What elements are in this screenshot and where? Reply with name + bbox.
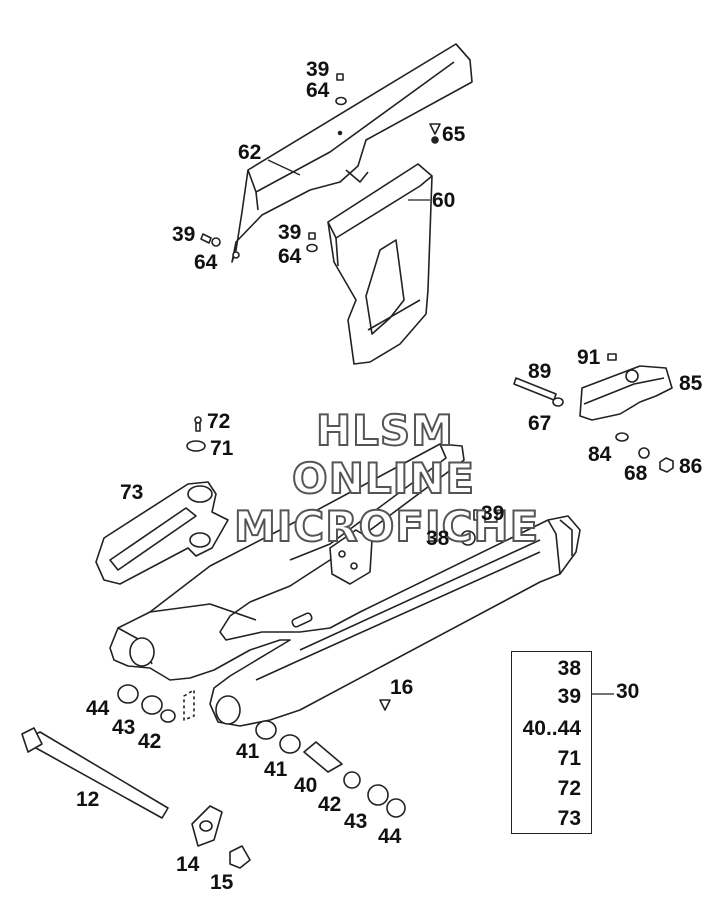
callout-41-a: 41 [236, 740, 260, 763]
callout-86: 86 [679, 455, 703, 478]
callout-15: 15 [210, 871, 234, 894]
leader-lines [267, 159, 614, 695]
callout-85: 85 [679, 372, 703, 395]
pivot-hardware [21, 684, 406, 869]
callout-43-left: 43 [112, 716, 136, 739]
callout-38: 38 [426, 527, 450, 550]
watermark-line-3: MICROFICHE [233, 502, 540, 551]
callout-71: 71 [210, 437, 234, 460]
callout-44-right: 44 [378, 825, 402, 848]
kit-item: 72 [557, 777, 581, 800]
callout-89: 89 [528, 360, 552, 383]
callout-42-right: 42 [318, 793, 342, 816]
callout-60: 60 [432, 189, 456, 212]
upper-fasteners [200, 73, 441, 253]
callout-43-right: 43 [344, 810, 368, 833]
callout-62: 62 [238, 141, 262, 164]
callout-84: 84 [588, 443, 612, 466]
callout-44-left: 44 [86, 697, 110, 720]
guide-fasteners [186, 416, 206, 452]
callout-64-top: 64 [306, 79, 330, 102]
kit-item: 73 [557, 807, 581, 830]
watermark-line-1: HLSM [315, 406, 454, 455]
callout-72: 72 [207, 410, 231, 433]
callout-67: 67 [528, 412, 552, 435]
kit-item: 40..44 [522, 717, 581, 740]
kit-item: 39 [557, 685, 581, 708]
adjuster-hardware [460, 509, 479, 546]
chain-guard-lower [327, 163, 433, 365]
kit-contents-box: 38 39 40..44 71 72 73 [511, 651, 592, 834]
callout-65: 65 [442, 123, 466, 146]
callout-39-top: 39 [306, 58, 330, 81]
callout-30-kit-label: 30 [616, 680, 640, 703]
callout-41-b: 41 [264, 758, 288, 781]
callout-64-left: 64 [194, 251, 218, 274]
callout-39-mid: 39 [278, 221, 302, 244]
callout-91: 91 [577, 346, 601, 369]
callout-64-mid: 64 [278, 245, 302, 268]
callout-42-left: 42 [138, 730, 162, 753]
callout-14: 14 [176, 853, 200, 876]
callout-16: 16 [390, 676, 414, 699]
callout-40: 40 [294, 774, 318, 797]
callout-73: 73 [120, 481, 144, 504]
callout-39-left: 39 [172, 223, 196, 246]
swingarm [109, 443, 581, 727]
chain-guide [95, 481, 229, 585]
callout-12: 12 [76, 788, 100, 811]
callout-68: 68 [624, 462, 648, 485]
callout-39-adjuster: 39 [481, 502, 505, 525]
watermark-line-2: ONLINE [291, 454, 476, 503]
kit-item: 71 [557, 747, 581, 770]
kit-item: 38 [557, 657, 581, 680]
chain-slider [513, 353, 674, 473]
